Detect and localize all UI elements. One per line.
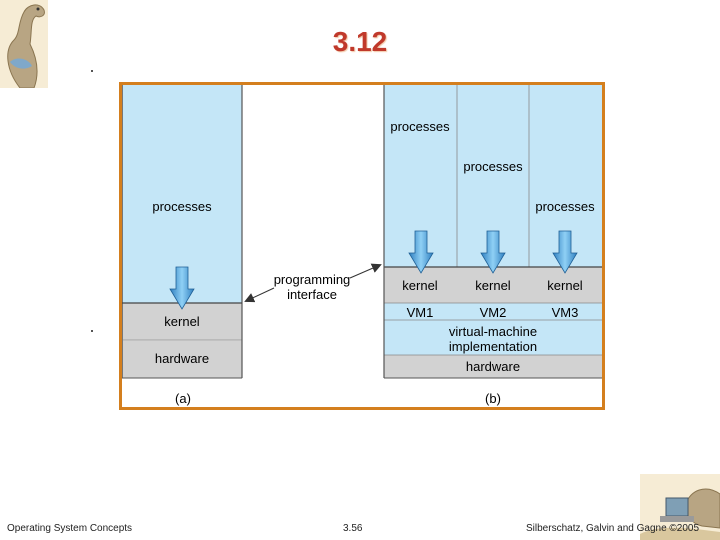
b-processes-label-3: processes xyxy=(535,199,595,214)
b-kernel-label-3: kernel xyxy=(547,278,583,293)
b-processes-label-2: processes xyxy=(463,159,523,174)
b-vm-label-1: VM1 xyxy=(407,305,434,320)
bullet-dot xyxy=(91,330,93,332)
b-vm-label-2: VM2 xyxy=(480,305,507,320)
dinosaur-logo-bottom-right xyxy=(640,474,720,540)
b-kernel-label-1: kernel xyxy=(402,278,438,293)
b-caption: (b) xyxy=(485,391,501,406)
b-processes-label-1: processes xyxy=(390,119,450,134)
b-kernel-label-2: kernel xyxy=(475,278,511,293)
b-down-arrow-icon-1 xyxy=(408,230,434,274)
footer-copyright: Silberschatz, Galvin and Gagne ©2005 xyxy=(526,523,700,534)
b-vm-impl-line-2: implementation xyxy=(449,339,537,354)
b-hardware-label: hardware xyxy=(466,359,520,374)
figure-canvas: processes kernel hardware (a) programmin… xyxy=(121,85,602,406)
a-kernel-label: kernel xyxy=(164,314,200,329)
interface-arrow-left xyxy=(244,287,275,303)
panel-b: processes processes processes kernel ker… xyxy=(383,85,602,406)
slide-title: 3.12 xyxy=(332,26,388,57)
bullet-dot xyxy=(91,70,93,72)
b-down-arrow-icon-3 xyxy=(552,230,578,274)
interface-label-line-1: programming xyxy=(274,272,351,287)
a-hardware-label: hardware xyxy=(155,351,209,366)
interface-label-line-2: interface xyxy=(287,287,337,302)
footer-book-title: Operating System Concepts xyxy=(7,523,133,534)
footer-slide-number: 3.56 xyxy=(343,523,363,534)
a-down-arrow-icon xyxy=(169,266,195,310)
interface-arrow-right xyxy=(349,263,382,279)
panel-a: processes kernel hardware (a) xyxy=(121,85,243,406)
b-vm-label-3: VM3 xyxy=(552,305,579,320)
programming-interface-callout: programming interface xyxy=(244,263,382,303)
b-down-arrow-icon-2 xyxy=(480,230,506,274)
b-hardware-box xyxy=(384,355,602,378)
a-caption: (a) xyxy=(175,391,191,406)
dinosaur-logo-top-left xyxy=(0,0,48,88)
a-processes-label: processes xyxy=(152,199,212,214)
virtual-machine-figure: processes kernel hardware (a) programmin… xyxy=(119,82,605,410)
b-vm-row xyxy=(384,303,602,320)
b-vm-impl-area xyxy=(384,320,602,355)
b-vm-impl-line-1: virtual-machine xyxy=(449,324,537,339)
